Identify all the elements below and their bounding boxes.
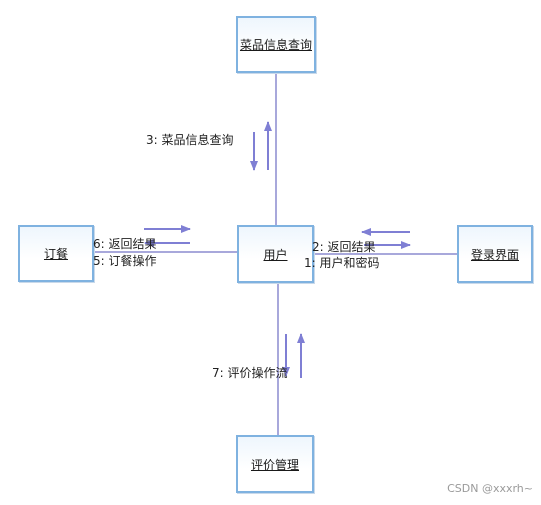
node-order-label: 订餐 — [43, 247, 68, 261]
node-review[interactable]: 评价管理 — [236, 435, 314, 493]
connector-lines — [93, 72, 458, 436]
node-dish-query[interactable]: 菜品信息查询 — [236, 16, 316, 73]
message-label-5: 5: 订餐操作 — [93, 254, 157, 268]
node-review-label: 评价管理 — [250, 457, 299, 472]
message-label-2: 2: 返回结果 — [312, 240, 376, 254]
message-label-7: 7: 评价操作流 — [212, 366, 288, 380]
watermark: CSDN @xxxrh~ — [447, 482, 533, 495]
node-user-label: 用户 — [263, 247, 288, 262]
node-order[interactable]: 订餐 — [18, 225, 94, 282]
message-label-1: 1: 用户和密码 — [304, 256, 380, 270]
message-label-6: 6: 返回结果 — [93, 237, 157, 251]
node-user[interactable]: 用户 — [237, 225, 314, 283]
node-login-label: 登录界面 — [470, 247, 519, 262]
node-dish-query-label: 菜品信息查询 — [239, 38, 312, 52]
message-arrows — [144, 121, 411, 378]
node-login[interactable]: 登录界面 — [457, 225, 533, 283]
message-label-3: 3: 菜品信息查询 — [146, 133, 234, 147]
